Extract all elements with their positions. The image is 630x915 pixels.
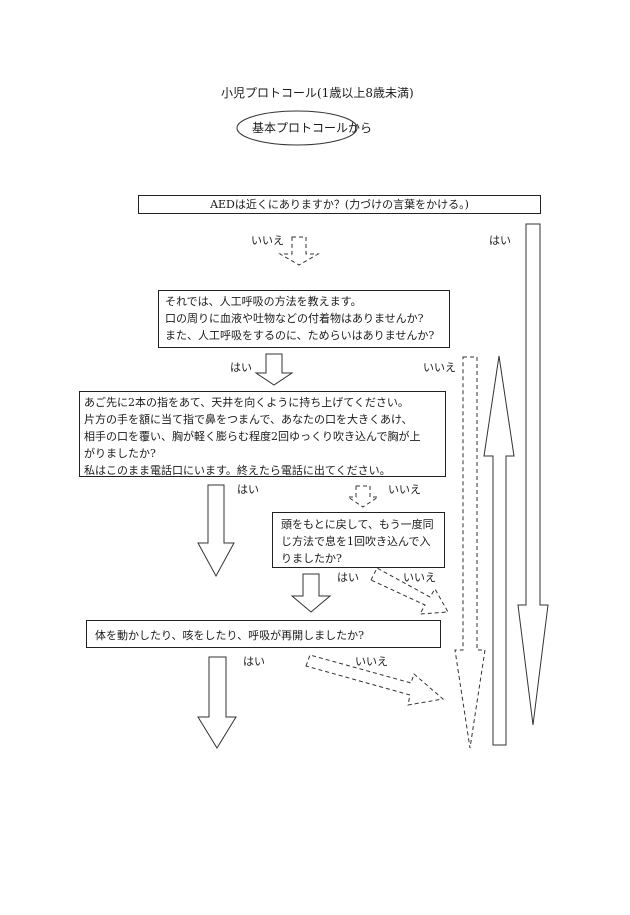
arrow-q3-yes-down (197, 484, 235, 578)
arrow-q1-no-dashed (278, 236, 320, 266)
q5-text: 体を動かしたり、咳をしたり、呼吸が再開しましたか? (95, 629, 365, 642)
q4-line-3: りましたか? (281, 552, 342, 565)
question-rescue-breaths: あご先に2本の指をあて、天井を向くように持ち上げてください。 片方の手を額に当て… (79, 391, 446, 477)
q3-line-2: 片方の手を額に当て指で鼻をつまんで、あなたの口を大きくあけ、 (84, 413, 413, 426)
arrow-q4-no-dashed (370, 567, 449, 615)
q3-line-3: 相手の口を覆い、胸が軽く膨らむ程度2回ゆっくり吹き込んで胸が上 (84, 430, 421, 443)
label-q2-no: いいえ (423, 361, 456, 374)
start-oval (236, 110, 358, 146)
arrow-q3-no-dashed (346, 485, 380, 508)
label-q3-no: いいえ (388, 483, 421, 496)
q4-line-2: じ方法で息を1回吹き込んで入 (281, 535, 431, 548)
q2-line-1: それでは、人工呼吸の方法を教えます。 (165, 295, 362, 308)
start-node-label: 基本プロトコールから (252, 121, 373, 135)
arrow-q2-yes-down (254, 353, 294, 386)
question-signs-of-life: 体を動かしたり、咳をしたり、呼吸が再開しましたか? (86, 620, 441, 648)
arrow-q1-yes-down (517, 223, 549, 726)
q2-line-3: また、人工呼吸をするのに、ためらいはありませんか? (165, 329, 435, 342)
arrow-q4-yes-down (290, 573, 332, 613)
arrow-q5-yes-down (197, 656, 237, 749)
arrow-q2-no-dashed (454, 356, 486, 749)
question-retry-breath: 頭をもとに戻して、もう一度同 じ方法で息を1回吹き込んで入 りましたか? (272, 512, 445, 568)
arrow-q5-no-dashed (305, 654, 445, 706)
question-aed-text: AEDは近くにありますか？(力づけの言葉をかける。) (210, 198, 469, 211)
label-q1-yes: はい (489, 234, 511, 247)
label-q5-no: いいえ (355, 655, 388, 668)
q3-line-1: あご先に2本の指をあて、天井を向くように持ち上げてください。 (84, 396, 409, 409)
q3-line-4: がりましたか? (84, 447, 156, 460)
label-q5-yes: はい (243, 655, 265, 668)
question-breathing-method: それでは、人工呼吸の方法を教えます。 口の周りに血液や吐物などの付着物はありませ… (158, 290, 450, 348)
label-q2-yes: はい (230, 361, 252, 374)
label-q4-yes: はい (337, 571, 359, 584)
q3-line-5: 私はこのまま電話口にいます。終えたら電話に出てください。 (84, 464, 391, 477)
label-q3-yes: はい (237, 483, 259, 496)
question-aed: AEDは近くにありますか？(力づけの言葉をかける。) (138, 195, 541, 214)
label-q4-no: いいえ (403, 571, 436, 584)
q2-line-2: 口の周りに血液や吐物などの付着物はありませんか? (165, 312, 424, 325)
page-title: 小児プロトコール(1歳以上8歳未満) (221, 86, 414, 100)
q4-line-1: 頭をもとに戻して、もう一度同 (281, 518, 434, 531)
arrow-return-up (483, 355, 515, 746)
label-q1-no: いいえ (251, 234, 284, 247)
